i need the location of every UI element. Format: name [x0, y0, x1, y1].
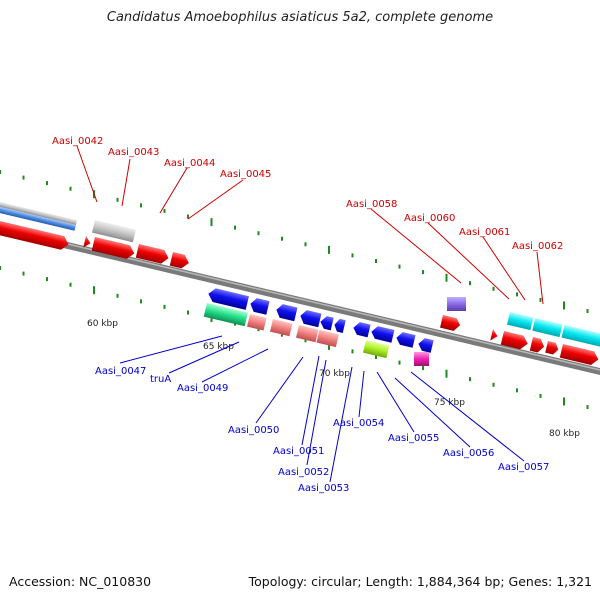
gene-feature — [529, 337, 545, 353]
gene-label-aasi-0060: Aasi_0060 — [404, 213, 455, 224]
gene-label-aasi-0049: Aasi_0049 — [177, 383, 228, 394]
gene-feature — [0, 219, 69, 250]
gene-feature — [0, 200, 78, 231]
gene-label-aasi-0057: Aasi_0057 — [498, 462, 549, 473]
gene-feature — [169, 252, 189, 269]
gene-feature — [247, 314, 267, 331]
gene-label-aasi-0062: Aasi_0062 — [512, 241, 563, 252]
gene-label-aasi-0061: Aasi_0061 — [459, 227, 510, 238]
gene-feature — [334, 318, 346, 333]
gene-label-aasi-0052: Aasi_0052 — [278, 467, 329, 478]
gene-feature — [371, 326, 395, 343]
gene-feature — [276, 304, 298, 322]
gene-label-aasi-0045: Aasi_0045 — [220, 169, 271, 180]
gene-label-aasi-0054: Aasi_0054 — [333, 418, 384, 429]
gene-feature — [507, 312, 600, 347]
scale-label-80: 80 kbp — [549, 429, 580, 439]
gene-feature — [92, 220, 136, 243]
gene-feature — [83, 236, 91, 248]
topology-text: Topology: circular; Length: 1,884,364 bp… — [248, 574, 592, 589]
gene-feature — [296, 325, 339, 348]
gene-label-aasi-0042: Aasi_0042 — [52, 136, 103, 147]
accession-text: Accession: NC_010830 — [9, 574, 152, 589]
gene-feature — [270, 319, 293, 337]
gene-feature — [135, 244, 169, 264]
diagram-title: Candidatus Amoebophilus asiaticus 5a2, c… — [106, 10, 494, 25]
upper-strand-features — [0, 200, 600, 365]
scale-label-60: 60 kbp — [87, 319, 118, 329]
gene-feature — [203, 303, 248, 327]
scale-label-70: 70 kbp — [319, 369, 350, 379]
gene-label-aasi-0044: Aasi_0044 — [164, 158, 215, 169]
gene-feature — [490, 329, 498, 341]
gene-feature — [363, 340, 390, 359]
scale-label-65: 65 kbp — [203, 342, 234, 352]
gene-feature — [300, 310, 322, 328]
lower-strand-features — [203, 288, 434, 366]
gene-label-aasi-0053: Aasi_0053 — [298, 483, 349, 494]
gene-label-aasi-0055: Aasi_0055 — [388, 433, 439, 444]
genome-backbone-highlight — [0, 227, 600, 371]
gene-label-aasi-0058: Aasi_0058 — [346, 199, 397, 210]
gene-feature — [418, 338, 434, 353]
genome-backbone — [0, 226, 600, 375]
gene-feature — [250, 298, 270, 315]
gene-label-trua: truA — [150, 374, 171, 385]
gene-feature — [440, 315, 461, 331]
gene-label-aasi-0047: Aasi_0047 — [95, 366, 146, 377]
gene-feature — [320, 316, 334, 331]
gene-feature — [447, 297, 466, 311]
gene-feature — [91, 237, 135, 259]
gene-feature — [208, 288, 249, 310]
gene-feature — [500, 331, 528, 350]
upper-gene-labels: Aasi_0042 Aasi_0043 Aasi_0044 Aasi_0045 … — [52, 136, 563, 305]
gene-feature — [545, 341, 559, 355]
gene-feature — [414, 352, 429, 366]
lower-gene-labels: Aasi_0047 truA Aasi_0049 Aasi_0050 Aasi_… — [95, 335, 549, 494]
gene-label-aasi-0043: Aasi_0043 — [108, 147, 159, 158]
gene-label-aasi-0051: Aasi_0051 — [273, 446, 324, 457]
gene-feature — [353, 322, 371, 338]
gene-feature — [559, 344, 599, 365]
gene-feature — [396, 332, 416, 348]
gene-label-aasi-0050: Aasi_0050 — [228, 425, 279, 436]
gene-label-aasi-0056: Aasi_0056 — [443, 448, 494, 459]
